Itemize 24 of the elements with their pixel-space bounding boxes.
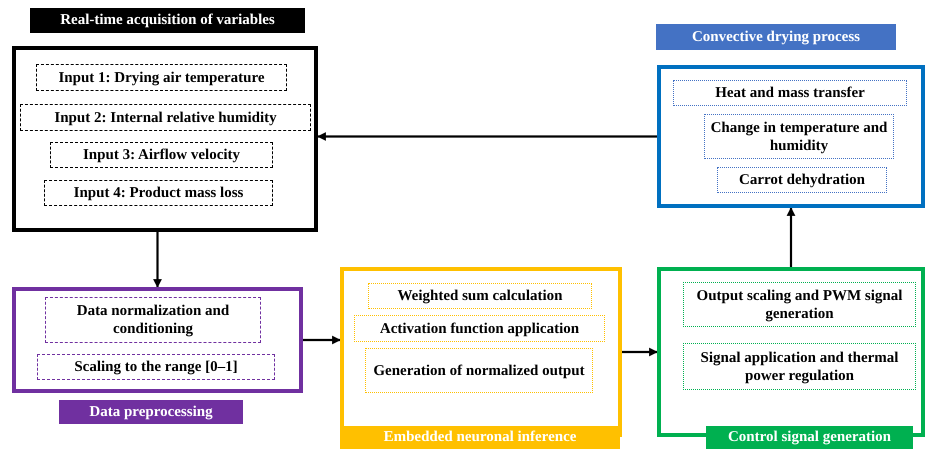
arrow	[153, 232, 162, 288]
step-box: Input 2: Internal relative humidity	[20, 104, 311, 131]
arrow	[622, 348, 658, 356]
group-heading: Convective drying process	[656, 24, 896, 50]
step-box: Output scaling and PWM signal generation	[683, 282, 916, 327]
group-heading: Control signal generation	[706, 426, 913, 449]
step-box: Data normalization and conditioning	[45, 297, 261, 343]
step-box: Generation of normalized output	[365, 348, 593, 393]
step-box: Input 3: Airflow velocity	[50, 142, 273, 168]
step-box: Carrot dehydration	[717, 167, 887, 193]
step-box: Change in temperature and humidity	[704, 114, 894, 159]
step-box: Activation function application	[354, 315, 605, 342]
step-box: Weighted sum calculation	[368, 283, 592, 309]
group-heading: Real-time acquisition of variables	[30, 8, 305, 33]
arrow	[317, 132, 657, 141]
group-heading: Data preprocessing	[59, 400, 243, 424]
step-box: Input 4: Product mass loss	[44, 180, 273, 206]
arrow	[303, 336, 341, 344]
step-box: Signal application and thermal power regulation	[683, 343, 916, 390]
step-box: Scaling to the range [0–1]	[37, 354, 275, 380]
arrow	[786, 207, 796, 267]
group-heading: Embedded neuronal inference	[340, 426, 620, 449]
step-box: Heat and mass transfer	[673, 80, 907, 106]
step-box: Input 1: Drying air temperature	[36, 64, 287, 91]
